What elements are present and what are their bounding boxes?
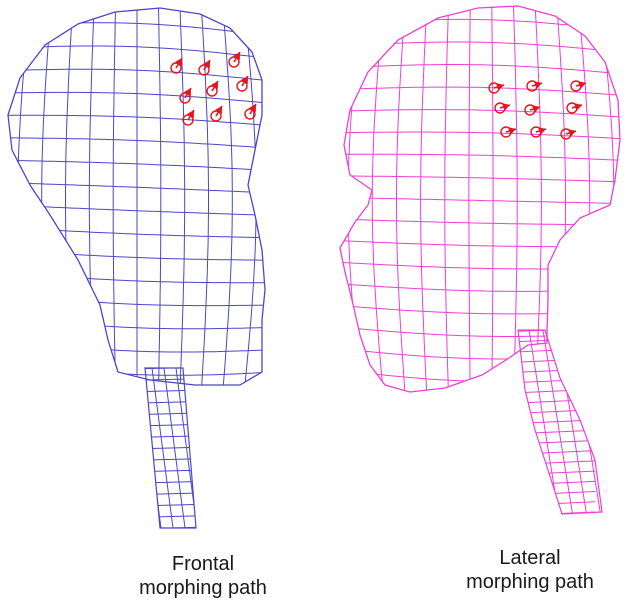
morph-arrow [531, 127, 546, 137]
lateral-caption-line1: Lateral [445, 546, 615, 570]
morph-arrow [171, 58, 182, 73]
frontal-caption-line2: morphing path [128, 576, 278, 600]
lateral-caption: Lateral morphing path [445, 546, 615, 594]
frontal-neck-mesh [130, 367, 221, 529]
morph-arrow [495, 103, 510, 113]
frontal-caption: Frontal morphing path [128, 552, 278, 600]
morph-arrow [207, 81, 218, 96]
morph-arrow [561, 129, 576, 139]
morph-arrow [571, 81, 586, 91]
frontal-head-model [0, 0, 280, 529]
lateral-head-mesh [324, 0, 627, 404]
morph-arrow [183, 110, 194, 125]
lateral-neck-mesh [505, 328, 615, 516]
morph-arrow [567, 103, 582, 113]
morph-arrow [245, 104, 256, 119]
lateral-head-model [324, 0, 627, 516]
lateral-caption-line2: morphing path [445, 570, 615, 594]
morph-arrow [211, 106, 222, 121]
morph-arrow [525, 105, 540, 115]
morph-arrow [501, 127, 516, 137]
frontal-caption-line1: Frontal [128, 552, 278, 576]
